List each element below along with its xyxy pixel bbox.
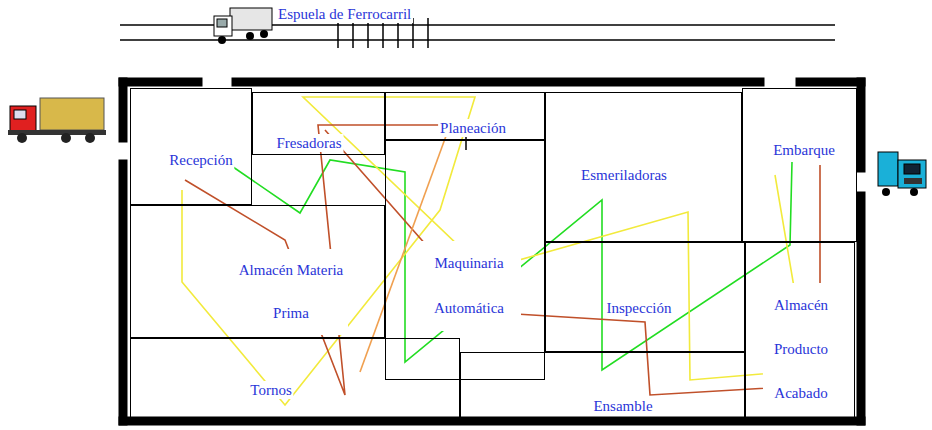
department-area: Maquinaria Automática [385,140,545,380]
department-area: Recepción [130,88,252,205]
truck-top [214,8,272,44]
department-area: Almacén Producto Acabado [745,242,855,418]
flow-routes [182,97,820,405]
department-area: Almacén Materia Prima [130,205,385,338]
department-area: Ensamble [460,352,745,418]
department-name: Planeación [438,119,508,137]
department-area: Esmeriladoras [545,92,742,242]
truck-right [878,152,926,196]
department-name: Esmeriladoras [579,166,669,184]
department-name: Almacén Producto Acabado [763,283,839,415]
department-name: Embarque [771,141,837,159]
truck-left [8,98,106,143]
department-name: Fresadoras [275,134,344,152]
rail-label: Espuela de Ferrocarril [276,6,413,23]
department-area: Embarque [742,88,857,242]
department-name: Tornos [248,381,293,399]
department-name: Recepción [167,151,234,169]
department-name: Almacén Materia Prima [234,249,348,335]
department-name: Maquinaria Automática [417,241,521,331]
department-name: Ensamble [591,397,654,415]
department-area: Tornos [130,338,460,418]
department-name: Inspección [605,299,674,317]
outer-wall [123,82,861,421]
department-area: Fresadoras [252,92,385,155]
department-area: Inspección [545,242,745,352]
department-area: Planeación [385,92,545,140]
